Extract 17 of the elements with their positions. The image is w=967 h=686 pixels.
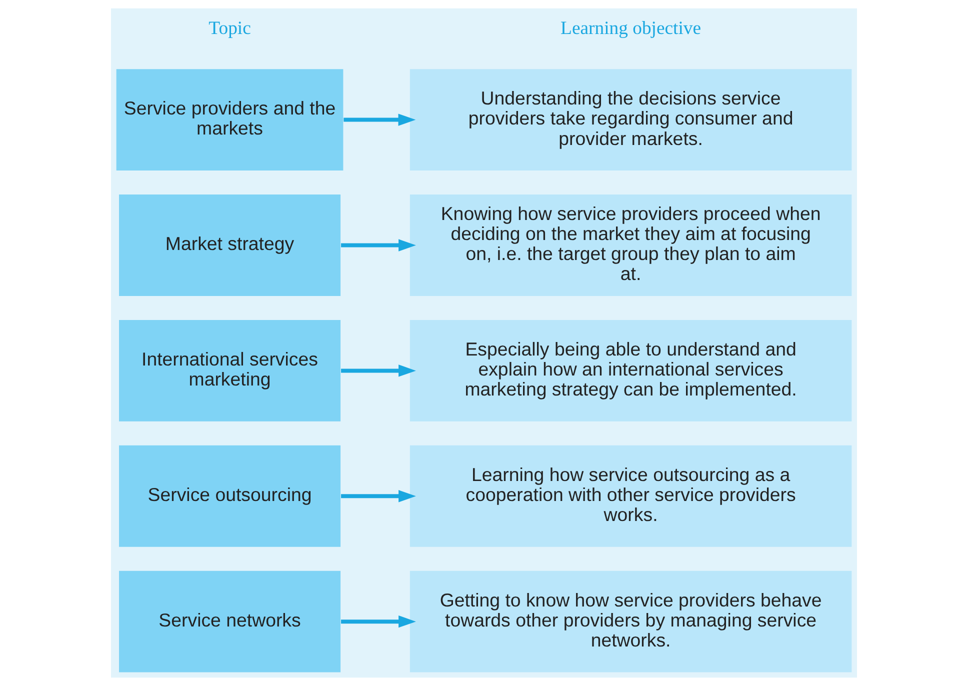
node-box: Knowing how service providers proceed when deciding on the market they aim at focusing on, i.e. the target group they plan to aim at. bbox=[409, 194, 852, 296]
label: Learning objective bbox=[560, 18, 701, 39]
node-box: International services marketing bbox=[118, 320, 340, 422]
node-box: Understanding the decisions service providers take regarding consumer and provider markets. bbox=[409, 69, 852, 171]
arrow bbox=[343, 114, 416, 126]
node-box: Especially being able to understand and explain how an international services marketing strategy can be implemented. bbox=[409, 320, 852, 422]
label: Topic bbox=[208, 18, 250, 39]
arrow bbox=[340, 490, 416, 502]
node-box: Service networks bbox=[118, 570, 340, 672]
arrow bbox=[340, 616, 416, 628]
node-box: Service outsourcing bbox=[118, 445, 340, 547]
node-box: Market strategy bbox=[118, 194, 340, 296]
arrow bbox=[340, 239, 416, 252]
node-box: Learning how service outsourcing as a cooperation with other service providers works. bbox=[409, 445, 852, 547]
node-box: Service providers and the markets bbox=[116, 69, 343, 171]
node-box: Getting to know how service providers behave towards other providers by managing service networks. bbox=[409, 570, 852, 672]
arrow bbox=[340, 364, 416, 377]
